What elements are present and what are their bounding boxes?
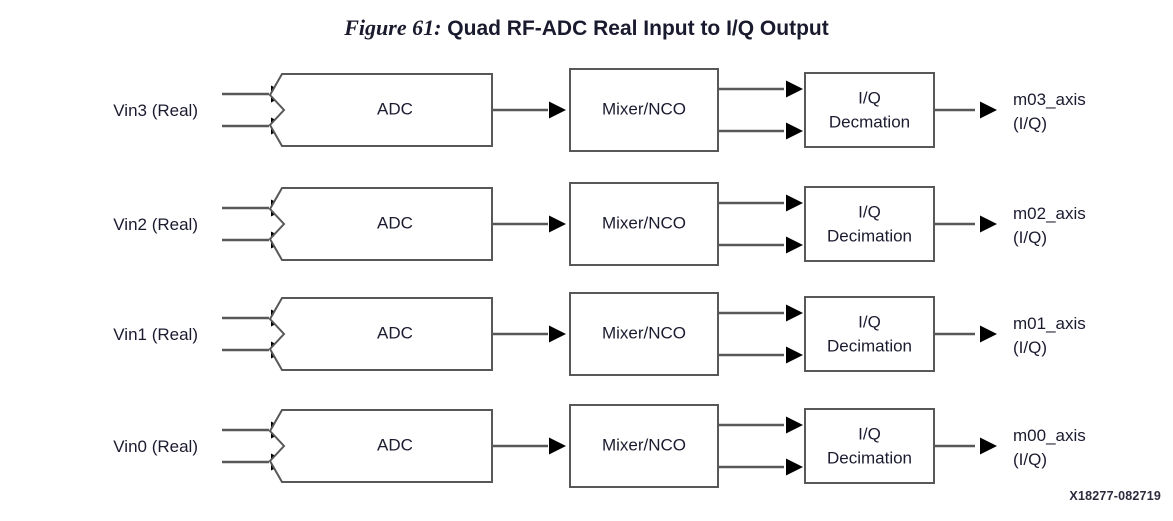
iq-decimation-label-line2: Decmation bbox=[829, 112, 910, 131]
input-label: Vin0 (Real) bbox=[113, 437, 198, 456]
adc-label: ADC bbox=[377, 213, 413, 232]
iq-decimation-label-line1: I/Q bbox=[858, 88, 881, 107]
mixer-nco-block[interactable] bbox=[569, 404, 719, 488]
mixer-to-decimation-arrowhead-icon bbox=[786, 236, 803, 254]
adc-label: ADC bbox=[377, 99, 413, 118]
signal-chain-row: Vin0 (Real) ADC Mixer/NCO I/Q Decimation m00_… bbox=[113, 404, 1086, 488]
figure-caption: Figure 61: Quad RF-ADC Real Input to I/Q… bbox=[0, 14, 1173, 43]
iq-decimation-block[interactable] bbox=[804, 296, 935, 372]
adc-block[interactable] bbox=[268, 73, 493, 147]
output-label-name: m00_axis bbox=[1013, 426, 1086, 445]
output-label-format: (I/Q) bbox=[1013, 450, 1047, 469]
signal-chain-row: Vin2 (Real) ADC Mixer/NCO I/Q Decimation m02_… bbox=[113, 182, 1086, 266]
mixer-nco-label: Mixer/NCO bbox=[602, 213, 686, 232]
iq-decimation-block[interactable] bbox=[804, 186, 935, 262]
iq-decimation-block[interactable] bbox=[804, 72, 935, 148]
signal-chain-row: Vin1 (Real) ADC Mixer/NCO I/Q Decimation m01_… bbox=[113, 292, 1086, 376]
adc-to-mixer-arrowhead-icon bbox=[549, 101, 566, 119]
iq-decimation-label-line2: Decimation bbox=[827, 448, 912, 467]
diagram-rows: Vin3 (Real) ADC Mixer/NCO I/Q Decmation m03_a… bbox=[113, 68, 1086, 488]
iq-decimation-label-line1: I/Q bbox=[858, 202, 881, 221]
figure-id-code: X18277-082719 bbox=[1069, 489, 1161, 503]
mixer-nco-block[interactable] bbox=[569, 292, 719, 376]
output-arrowhead-icon bbox=[980, 101, 997, 119]
output-label-format: (I/Q) bbox=[1013, 338, 1047, 357]
output-label-name: m01_axis bbox=[1013, 314, 1086, 333]
adc-to-mixer-arrowhead-icon bbox=[549, 215, 566, 233]
mixer-nco-label: Mixer/NCO bbox=[602, 435, 686, 454]
mixer-to-decimation-arrowhead-icon bbox=[786, 194, 803, 212]
page-title: Quad RF-ADC Real Input to I/Q Output bbox=[447, 17, 829, 40]
mixer-nco-block[interactable] bbox=[569, 68, 719, 152]
mixer-nco-label: Mixer/NCO bbox=[602, 323, 686, 342]
output-arrowhead-icon bbox=[980, 437, 997, 455]
adc-label: ADC bbox=[377, 435, 413, 454]
output-label-format: (I/Q) bbox=[1013, 114, 1047, 133]
iq-decimation-block[interactable] bbox=[804, 408, 935, 484]
signal-chain-row: Vin3 (Real) ADC Mixer/NCO I/Q Decmation m03_a… bbox=[113, 68, 1086, 152]
iq-decimation-label-line2: Decimation bbox=[827, 336, 912, 355]
output-label-name: m03_axis bbox=[1013, 90, 1086, 109]
adc-block[interactable] bbox=[268, 187, 493, 261]
input-label: Vin3 (Real) bbox=[113, 101, 198, 120]
output-label-format: (I/Q) bbox=[1013, 228, 1047, 247]
adc-label: ADC bbox=[377, 323, 413, 342]
adc-block[interactable] bbox=[268, 297, 493, 371]
mixer-nco-label: Mixer/NCO bbox=[602, 99, 686, 118]
mixer-to-decimation-arrowhead-icon bbox=[786, 122, 803, 140]
iq-decimation-label-line2: Decimation bbox=[827, 226, 912, 245]
mixer-to-decimation-arrowhead-icon bbox=[786, 346, 803, 364]
adc-to-mixer-arrowhead-icon bbox=[549, 325, 566, 343]
output-label-name: m02_axis bbox=[1013, 204, 1086, 223]
iq-decimation-label-line1: I/Q bbox=[858, 312, 881, 331]
input-label: Vin1 (Real) bbox=[113, 325, 198, 344]
mixer-nco-block[interactable] bbox=[569, 182, 719, 266]
output-arrowhead-icon bbox=[980, 325, 997, 343]
adc-to-mixer-arrowhead-icon bbox=[549, 437, 566, 455]
adc-block[interactable] bbox=[268, 409, 493, 483]
mixer-to-decimation-arrowhead-icon bbox=[786, 304, 803, 322]
figure-number: Figure 61: bbox=[344, 15, 442, 40]
input-label: Vin2 (Real) bbox=[113, 215, 198, 234]
mixer-to-decimation-arrowhead-icon bbox=[786, 416, 803, 434]
iq-decimation-label-line1: I/Q bbox=[858, 424, 881, 443]
output-arrowhead-icon bbox=[980, 215, 997, 233]
mixer-to-decimation-arrowhead-icon bbox=[786, 458, 803, 476]
mixer-to-decimation-arrowhead-icon bbox=[786, 80, 803, 98]
